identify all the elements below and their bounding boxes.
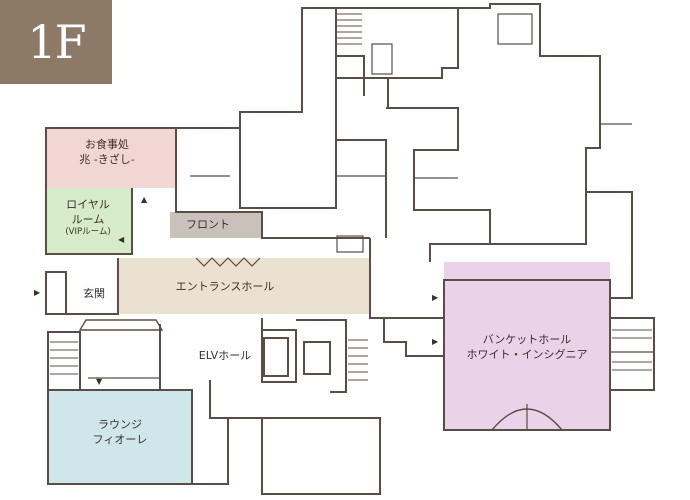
- lounge-line1: ラウンジ: [98, 418, 142, 431]
- banquet-entrance-arrow-icon-2: ▶: [432, 337, 439, 346]
- cabinet-3: [497, 13, 533, 45]
- wall-center-right: [369, 238, 444, 319]
- wall-right-annex: [610, 317, 655, 391]
- front-desk-area[interactable]: [170, 212, 262, 238]
- lounge-area[interactable]: [48, 390, 192, 484]
- lounge-label: ラウンジ フィオーレ: [70, 417, 170, 447]
- royal-line2: ルーム: [71, 213, 105, 226]
- entrance-hall-label: エントランスホール: [175, 280, 275, 293]
- elevator-left: [263, 337, 289, 377]
- wall-mid-rooms-2: [336, 139, 387, 238]
- kizashi-area[interactable]: [46, 128, 176, 188]
- wall-left-stairs: [47, 331, 81, 390]
- wall-elv-right: [296, 319, 347, 393]
- wall-genkan: [45, 271, 67, 315]
- wall-upper-right: [302, 7, 459, 79]
- wall-upper-center: [176, 7, 337, 129]
- wall-lower-mid: [191, 380, 229, 485]
- wall-center-small: [363, 77, 389, 108]
- elv-hall-label: ELVホール: [198, 349, 252, 362]
- wall-kizashi: [45, 127, 177, 188]
- lounge-line2: フィオーレ: [92, 433, 148, 446]
- stairs-right: [612, 329, 652, 371]
- entrance-canopy: [195, 257, 261, 267]
- kizashi-line1: お食事処: [85, 138, 129, 151]
- elevator-right: [303, 341, 331, 375]
- royal-room-area[interactable]: [46, 188, 132, 254]
- royal-entrance-arrow-icon: ◀: [118, 235, 125, 244]
- banquet-line2: ホワイト・インシグニア: [466, 348, 588, 361]
- cabinet-2: [371, 43, 393, 75]
- lounge-arrow-icon: ▼: [96, 377, 103, 386]
- wall-right-inner: [386, 107, 491, 262]
- lounge-bar-counter: [78, 319, 164, 331]
- banquet-entrance-arrow-icon-1: ▶: [432, 293, 439, 302]
- wall-royal: [45, 188, 133, 255]
- stairs-left: [50, 341, 78, 375]
- wall-front-area: [175, 188, 370, 239]
- wall-top-right: [458, 3, 633, 299]
- kizashi-label: お食事処 兆 -きざし-: [62, 137, 152, 167]
- royal-label: ロイヤル ルーム (VIPルーム): [48, 197, 128, 238]
- banquet-label: バンケットホール ホワイト・インシグニア: [448, 332, 606, 362]
- royal-line3: (VIPルーム): [65, 227, 111, 237]
- cabinet-1: [336, 235, 364, 253]
- stairs-center: [348, 339, 368, 381]
- entrance-arrow-icon: ▶: [34, 288, 41, 297]
- wall-right-column: [490, 192, 587, 245]
- wall-elv-hall: [159, 324, 192, 391]
- kizashi-line2: 兆 -きざし-: [79, 153, 135, 166]
- wall-lower-center: [370, 317, 444, 357]
- genkan-label: 玄関: [83, 287, 105, 300]
- banquet-line1: バンケットホール: [482, 333, 572, 346]
- wall-bottom-block: [261, 417, 381, 495]
- entrance-hall-area[interactable]: [118, 258, 370, 314]
- wall-entrance-lower: [66, 258, 119, 315]
- royal-line1: ロイヤル: [66, 198, 110, 211]
- wall-mid-rooms: [239, 112, 337, 209]
- wall-lounge: [47, 389, 193, 485]
- wall-top-stair: [335, 55, 365, 78]
- stairs-top: [336, 13, 362, 45]
- kizashi-arrow-icon: ▲: [141, 195, 148, 204]
- front-label: フロント: [186, 218, 230, 231]
- wall-elv-top: [261, 318, 297, 383]
- floor-badge: 1F: [0, 0, 112, 84]
- banquet-hall-area[interactable]: [444, 262, 610, 430]
